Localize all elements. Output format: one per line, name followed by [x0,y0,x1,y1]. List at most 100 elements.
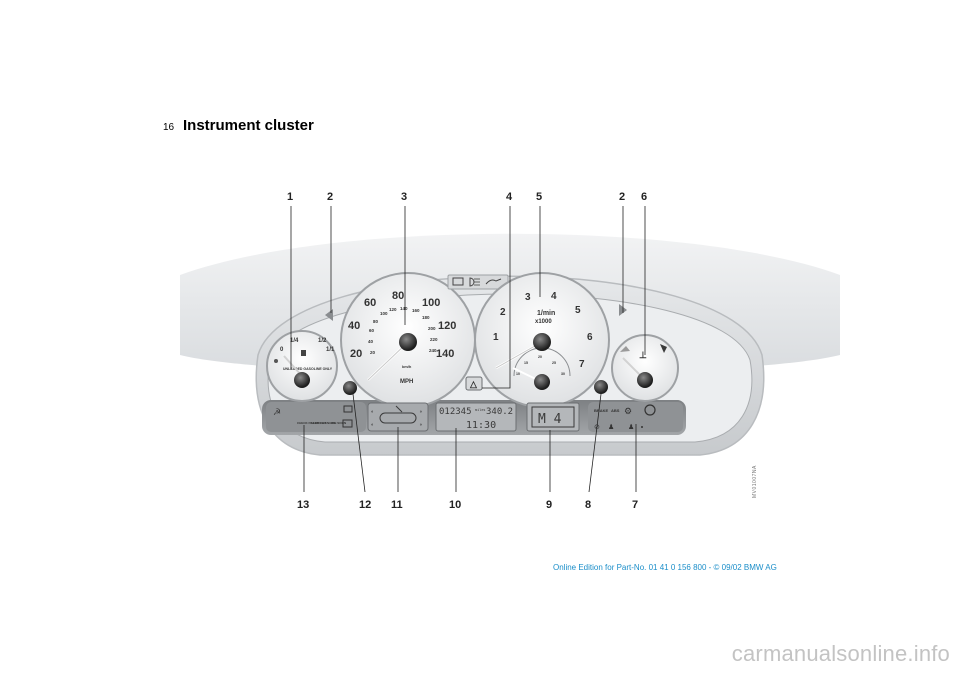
speed-tick-kmh: 240 [429,348,437,353]
callout-1: 1 [287,191,293,203]
top-warning-strip [447,274,509,290]
speed-tick-mph: 100 [422,297,440,309]
figure-image-code: MV01007NA [752,465,758,498]
speed-unit: MPH [400,379,413,385]
temp-needle-hub [637,372,653,388]
callout-13: 13 [297,499,309,511]
seatbelt-warning-icon: ♟ [608,423,614,431]
callout-3: 3 [401,191,407,203]
fuel-gauge-tick: 1/2 [318,338,327,344]
trip-distance: 340.2 [486,407,513,417]
speed-tick-kmh: 140 [400,306,408,311]
clock-display: 11:30 [466,420,496,431]
economy-tick: 10 [516,372,520,376]
fuel-gauge-tick: 0 [280,347,284,353]
fuel-gauge: 0 1/4 1/2 1/1 UNLEADED GASOLINE ONLY [266,330,338,402]
fuel-gauge-tick: 1/1 [326,347,335,353]
headlight-icon [469,277,475,287]
economy-tick: 30 [561,372,565,376]
oil-pressure-icon [485,278,502,285]
callout-leader-lines [290,206,646,493]
page-title: Instrument cluster [183,117,314,134]
speed-tick-kmh: 200 [428,326,436,331]
tach-tick: 5 [575,305,581,316]
callout-12: 12 [359,499,371,511]
speed-tick-kmh: 120 [389,307,397,312]
indicator-panel-left: ☭ CHECK FILLER CAP SERVICE ENGINE SOON O… [266,402,366,432]
clock-set-knob [594,380,608,394]
economy-needle-hub [534,374,550,390]
indicator-panel-right: BRAKE ABS ⚙ ⊘ ♟ ♟ [588,402,683,432]
tach-tick: 2 [500,307,506,318]
fuel-needle-hub [294,372,310,388]
airbag-icon: ♟ [628,423,634,431]
callout-2-right: 2 [619,191,625,203]
temp-hot-zone [660,344,667,353]
callout-8: 8 [585,499,591,511]
vehicle-status-display: ◐ ◐ ◑ ◑ [367,402,429,432]
speed-tick-mph: 80 [392,290,404,302]
tach-tick: 4 [551,291,557,302]
right-light-icon: ◑ [419,409,422,415]
speed-tick-kmh: 220 [430,337,438,342]
speed-tick-mph: 120 [438,320,456,332]
page-number: 16 [163,122,175,133]
callout-5: 5 [536,191,542,203]
speed-tick-kmh: 60 [369,328,375,333]
callout-6: 6 [641,191,647,203]
tire-pressure-icon [644,404,656,416]
tach-unit: 1/min [537,310,555,317]
right-light-icon-2: ◑ [419,422,422,428]
speed-tick-kmh: 80 [373,319,379,324]
tach-tick: 6 [587,332,593,343]
speed-needle-hub [399,333,417,351]
watermark: carmanualsonline.info [731,641,950,666]
tach-tick: 7 [579,359,585,370]
callout-9: 9 [546,499,552,511]
speed-tick-mph: 60 [364,297,376,309]
speed-tick-mph: 20 [350,348,362,360]
odometer-total: 012345 [439,407,472,417]
economy-tick: 15 [524,361,528,365]
service-indicator-box [465,376,483,391]
panel-dot [641,426,643,428]
gear-position-display: M 4 [526,402,580,432]
callout-11: 11 [391,499,403,511]
footer-edition-note: Online Edition for Part-No. 01 41 0 156 … [553,563,777,572]
trip-reset-knob [343,381,357,395]
check-filler-cap-label: CHECK FILLER CAP [297,421,326,425]
tach-unit: x1000 [535,319,552,325]
economy-tick: 25 [552,361,556,365]
callout-7: 7 [632,499,638,511]
fuel-pump-icon [301,350,306,356]
abs-label: ABS [611,408,620,413]
service-indicator-icon: △ [469,379,478,389]
speed-tick-kmh: 180 [422,315,430,320]
battery-icon [452,277,464,286]
speed-tick-kmh: 100 [380,311,388,316]
washer-fluid-icon [342,419,353,428]
speedometer: 20 40 60 80 100 120 140 20 40 60 80 100 … [340,272,476,408]
car-outline-icon [379,412,417,424]
fuel-reserve-light [274,359,278,363]
speed-tick-kmh: 160 [412,308,420,313]
gear-position-text: M 4 [538,412,562,427]
callout-4: 4 [506,191,513,203]
left-light-icon: ◐ [371,409,374,415]
speed-tick-mph: 40 [348,320,360,332]
fuel-gauge-label: UNLEADED GASOLINE ONLY [283,367,333,371]
speed-tick-kmh: 40 [368,339,374,344]
instrument-cluster-figure: 0 1/4 1/2 1/1 UNLEADED GASOLINE ONLY 20 … [180,180,840,520]
economy-tick: 20 [538,355,542,359]
tach-tick: 1 [493,332,499,343]
callout-2-left: 2 [327,191,333,203]
tach-tick: 3 [525,292,531,303]
tach-needle-hub [533,333,551,351]
coolant-icon: ⊥ [639,350,647,360]
speed-tick-mph: 140 [436,348,454,360]
odometer-display: 012345 miles 340.2 11:30 [435,402,517,432]
rear-fog-icon: ☭ [273,407,281,417]
service-engine-label: SERVICE ENGINE SOON [311,421,346,425]
trip-unit: miles [475,408,486,412]
coolant-temp-gauge: ⊥ [611,334,679,402]
